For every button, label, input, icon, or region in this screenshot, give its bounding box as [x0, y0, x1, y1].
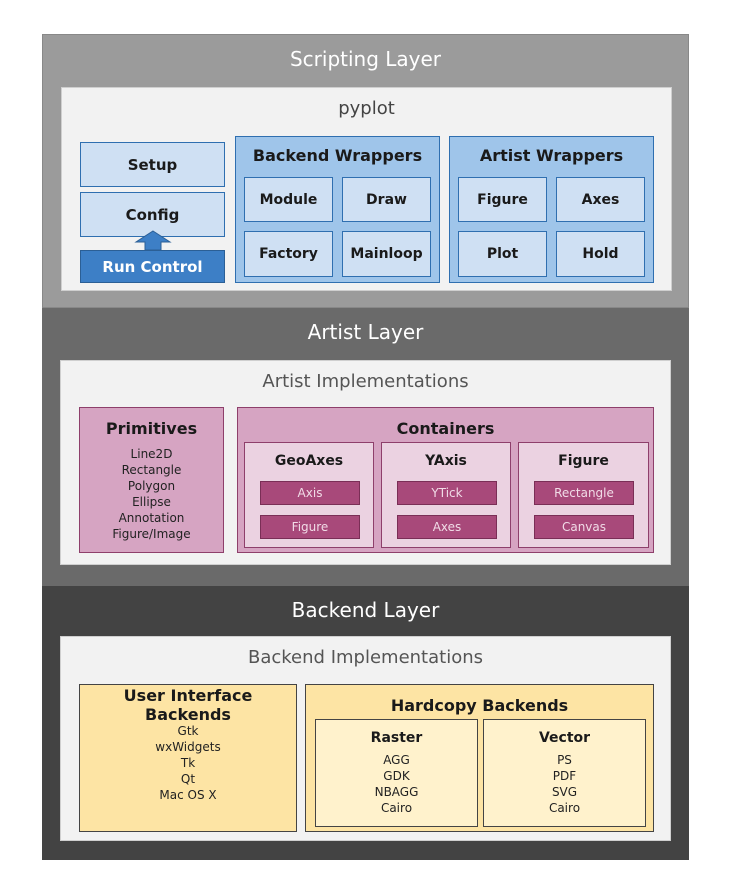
containers-title: Containers	[396, 418, 495, 438]
pyplot-panel: pyplot Setup Config Run Control Backend …	[61, 87, 672, 291]
hardcopy-backends-title: Hardcopy Backends	[390, 695, 569, 715]
ui-backend-item: Gtk	[177, 724, 199, 738]
pyplot-title: pyplot	[338, 97, 395, 119]
axes-wrapper-box: Axes	[556, 177, 645, 222]
primitives-title: Primitives	[105, 418, 198, 438]
ui-backends-title: User Interface Backends	[123, 686, 253, 724]
scripting-layer: Scripting Layer pyplot Setup Config Run …	[42, 34, 689, 308]
artist-layer-title: Artist Layer	[307, 320, 424, 344]
ui-backends-list: Gtk wxWidgets Tk Qt Mac OS X	[80, 723, 296, 803]
hold-wrapper-box: Hold	[556, 231, 645, 277]
raster-title: Raster	[370, 730, 423, 746]
artist-wrappers-group: Artist Wrappers Figure Axes Plot Hold	[449, 136, 654, 283]
figure-wrapper-box: Figure	[458, 177, 547, 222]
figure-container: Figure Rectangle Canvas	[518, 442, 649, 548]
ui-backend-item: wxWidgets	[155, 740, 221, 754]
plot-wrapper-box: Plot	[458, 231, 547, 277]
ui-backend-item: Mac OS X	[159, 788, 217, 802]
containers-group: Containers GeoAxes Axis Figure YAxis YTi…	[237, 407, 654, 553]
backend-layer-title: Backend Layer	[291, 598, 440, 622]
primitive-item: Polygon	[127, 479, 176, 493]
ui-backend-item: Qt	[180, 772, 196, 786]
mainloop-box: Mainloop	[342, 231, 431, 277]
primitives-group: Primitives Line2D Rectangle Polygon Elli…	[79, 407, 224, 553]
raster-item: NBAGG	[374, 785, 419, 799]
primitive-item: Rectangle	[121, 463, 182, 477]
vector-group: Vector PS PDF SVG Cairo	[483, 719, 646, 827]
backend-implementations-panel: Backend Implementations User Interface B…	[60, 636, 671, 841]
config-box: Config	[80, 192, 225, 237]
module-box: Module	[244, 177, 333, 222]
primitive-item: Figure/Image	[112, 527, 191, 541]
hardcopy-backends-group: Hardcopy Backends Raster AGG GDK NBAGG C…	[305, 684, 654, 832]
arrow-up-icon	[134, 230, 172, 250]
raster-item: GDK	[383, 769, 410, 783]
backend-implementations-title: Backend Implementations	[248, 646, 483, 668]
artist-layer: Artist Layer Artist Implementations Prim…	[42, 308, 689, 586]
raster-item: AGG	[383, 753, 410, 767]
vector-item: PDF	[552, 769, 577, 783]
geoaxes-container: GeoAxes Axis Figure	[244, 442, 374, 548]
scripting-layer-title: Scripting Layer	[289, 47, 442, 71]
primitives-list: Line2D Rectangle Polygon Ellipse Annotat…	[80, 446, 223, 542]
geoaxes-title: GeoAxes	[274, 453, 344, 469]
primitive-item: Line2D	[130, 447, 173, 461]
raster-list: AGG GDK NBAGG Cairo	[316, 752, 477, 816]
ui-backends-group: User Interface Backends Gtk wxWidgets Tk…	[79, 684, 297, 832]
backend-wrappers-title: Backend Wrappers	[252, 145, 423, 165]
ytick-chip: YTick	[397, 481, 497, 505]
draw-box: Draw	[342, 177, 431, 222]
artist-implementations-title: Artist Implementations	[262, 370, 469, 392]
primitive-item: Annotation	[118, 511, 185, 525]
setup-box: Setup	[80, 142, 225, 187]
yaxis-title: YAxis	[425, 453, 467, 469]
ui-backend-item: Tk	[180, 756, 196, 770]
primitive-item: Ellipse	[132, 495, 171, 509]
raster-item: Cairo	[380, 801, 413, 815]
run-control-box: Run Control	[80, 250, 225, 283]
vector-item: PS	[557, 753, 572, 767]
vector-list: PS PDF SVG Cairo	[484, 752, 645, 816]
rectangle-chip: Rectangle	[534, 481, 634, 505]
axis-chip: Axis	[260, 481, 360, 505]
yaxis-container: YAxis YTick Axes	[381, 442, 511, 548]
artist-wrappers-title: Artist Wrappers	[479, 145, 624, 165]
vector-item: Cairo	[548, 801, 581, 815]
figure-container-title: Figure	[558, 453, 609, 469]
backend-layer: Backend Layer Backend Implementations Us…	[42, 586, 689, 860]
artist-implementations-panel: Artist Implementations Primitives Line2D…	[60, 360, 671, 565]
vector-item: SVG	[551, 785, 578, 799]
vector-title: Vector	[538, 730, 591, 746]
backend-wrappers-group: Backend Wrappers Module Draw Factory Mai…	[235, 136, 440, 283]
factory-box: Factory	[244, 231, 333, 277]
axes-chip: Axes	[397, 515, 497, 539]
raster-group: Raster AGG GDK NBAGG Cairo	[315, 719, 478, 827]
canvas-chip: Canvas	[534, 515, 634, 539]
figure-chip: Figure	[260, 515, 360, 539]
